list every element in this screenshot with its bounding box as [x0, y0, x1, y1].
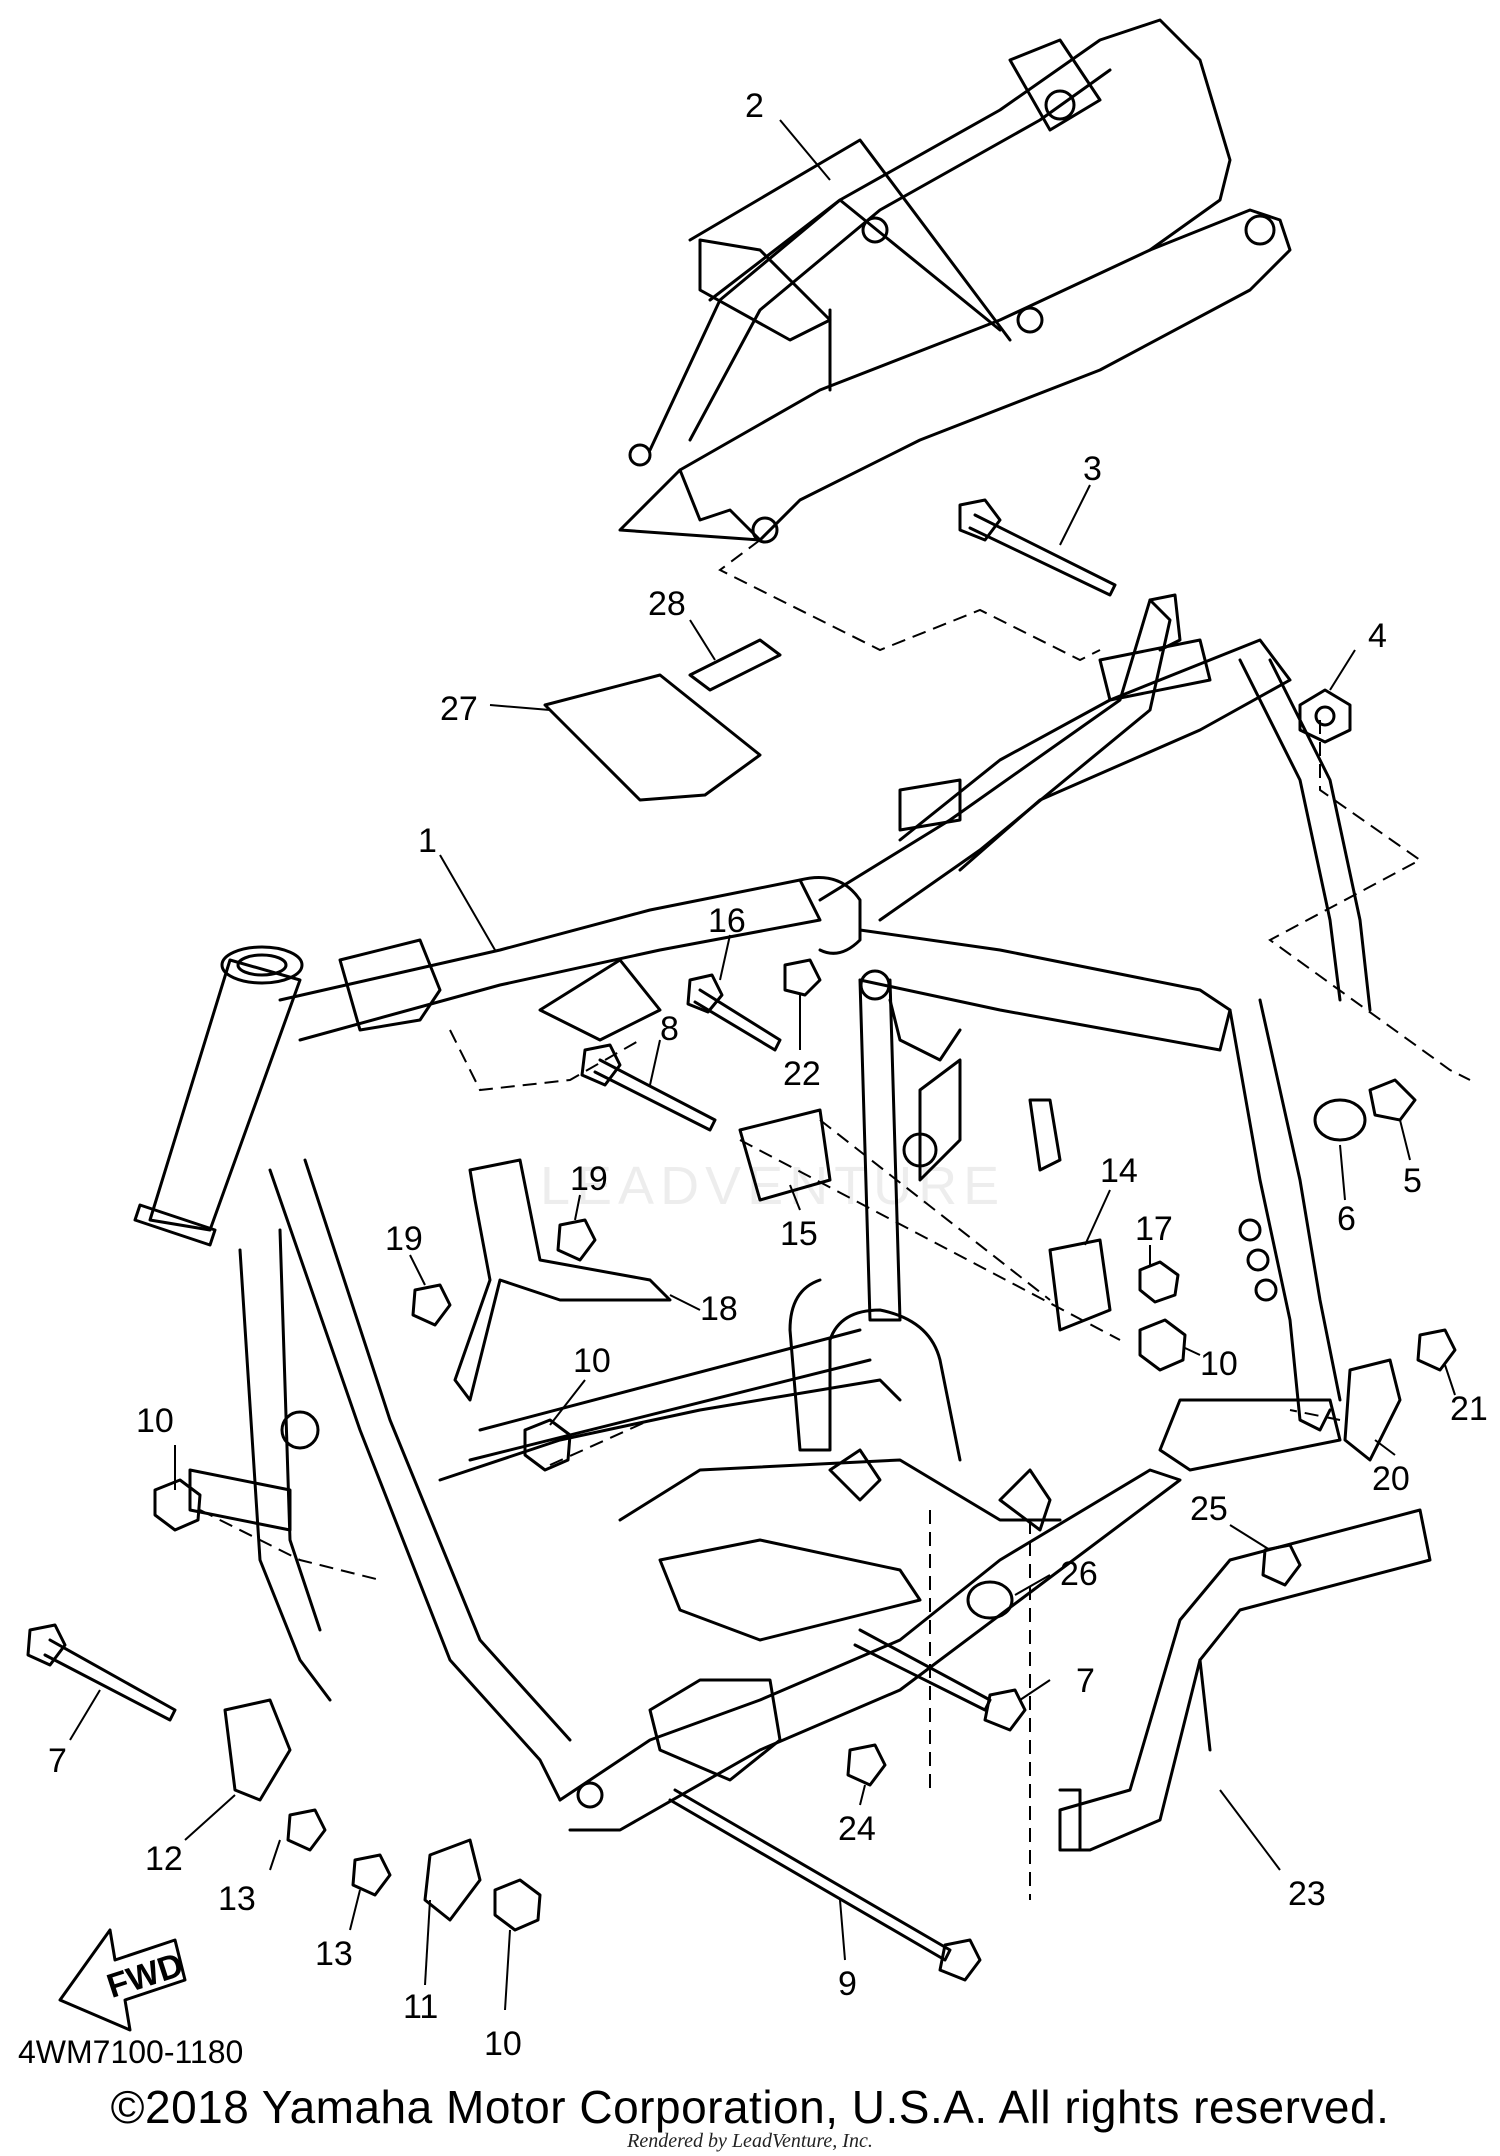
- callout-10-bottom: 10: [484, 2025, 522, 2063]
- leader-lines: [69, 119, 1456, 2011]
- callout-7-right: 7: [1076, 1662, 1095, 1700]
- callout-17: 17: [1135, 1210, 1173, 1248]
- rendered-by-notice: Rendered by LeadVenture, Inc.: [627, 2130, 873, 2152]
- callout-3: 3: [1083, 450, 1102, 488]
- callout-11: 11: [403, 1988, 438, 2026]
- callout-7-left: 7: [48, 1742, 67, 1780]
- callout-28: 28: [648, 585, 686, 623]
- part-code: 4WM7100-1180: [18, 2034, 244, 2070]
- callout-6: 6: [1337, 1200, 1356, 1238]
- callout-2: 2: [745, 87, 764, 125]
- callout-labels: 1 2 3 4 5 6 7 7 8 9 10 10 10 10 11 12 13…: [48, 87, 1488, 2063]
- small-parts-drawing: [26, 498, 1457, 2032]
- callout-1: 1: [418, 822, 437, 860]
- main-frame-drawing: [133, 593, 1372, 1832]
- callout-18: 18: [700, 1290, 738, 1328]
- callout-23: 23: [1288, 1875, 1326, 1913]
- callout-12: 12: [145, 1840, 183, 1878]
- callout-26: 26: [1060, 1555, 1098, 1593]
- callout-24: 24: [838, 1810, 876, 1848]
- callout-20: 20: [1372, 1460, 1410, 1498]
- callout-16: 16: [708, 902, 746, 940]
- callout-14: 14: [1100, 1152, 1138, 1190]
- callout-15: 15: [780, 1215, 818, 1253]
- callout-19-upper: 19: [570, 1160, 608, 1198]
- callout-10-right: 10: [1200, 1345, 1238, 1383]
- rear-fender-drawing: [618, 18, 1292, 544]
- leadventure-watermark: LEADVENTURE: [540, 1156, 1006, 1216]
- callout-5: 5: [1403, 1162, 1422, 1200]
- callout-10-left: 10: [136, 1402, 174, 1440]
- alignment-lines: [199, 539, 1471, 1900]
- callout-27: 27: [440, 690, 478, 728]
- callout-25: 25: [1190, 1490, 1228, 1528]
- callout-9: 9: [838, 1965, 857, 2003]
- callout-19-lower: 19: [385, 1220, 423, 1258]
- callout-21: 21: [1450, 1390, 1488, 1428]
- copyright-notice: ©2018 Yamaha Motor Corporation, U.S.A. A…: [110, 2081, 1390, 2133]
- callout-13-bottom: 13: [315, 1935, 353, 1973]
- callout-13-left: 13: [218, 1880, 256, 1918]
- callout-4: 4: [1368, 617, 1387, 655]
- callout-22: 22: [783, 1055, 821, 1093]
- callout-8: 8: [660, 1010, 679, 1048]
- callout-10-center: 10: [573, 1342, 611, 1380]
